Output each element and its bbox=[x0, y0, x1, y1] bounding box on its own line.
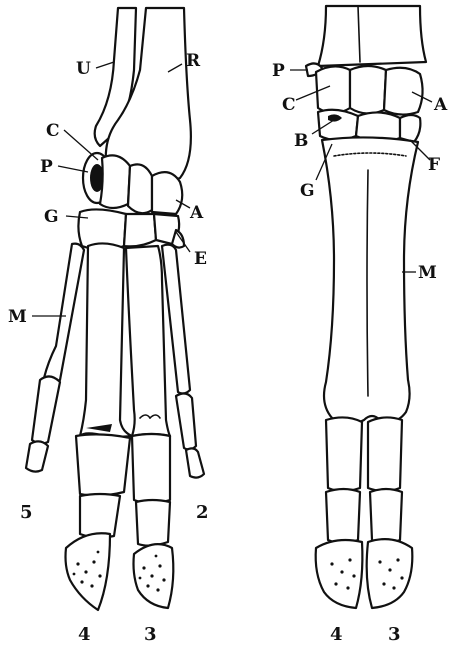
right-digit-3-hoof bbox=[367, 539, 413, 608]
left-digit-4-hoof bbox=[66, 533, 111, 610]
left-digit-3-phalanx-1 bbox=[132, 434, 170, 503]
label-right-f: F bbox=[428, 155, 440, 175]
right-digit-4-phalanx-1 bbox=[326, 417, 362, 491]
digit-label-left-4: 4 bbox=[78, 624, 91, 645]
digit-label-left-2: 2 bbox=[196, 502, 209, 523]
right-lunar bbox=[350, 66, 386, 114]
left-digit-2-phalanx-1 bbox=[176, 393, 196, 449]
label-left-r: R bbox=[186, 51, 201, 71]
left-digit-5-phalanx-1 bbox=[32, 376, 60, 443]
right-digit-4-phalanx-2 bbox=[326, 489, 360, 543]
label-right-g: G bbox=[300, 181, 315, 201]
left-digit-5-metacarpal bbox=[44, 244, 84, 382]
right-foot-skeleton: P C A B F G M 4 3 bbox=[272, 6, 448, 645]
right-digit-3-phalanx-1 bbox=[368, 417, 402, 491]
label-left-e: E bbox=[194, 249, 207, 269]
left-digit-3-phalanx-2 bbox=[136, 500, 170, 546]
left-digit-4-phalanx-2 bbox=[80, 494, 120, 538]
left-digit-2-phalanx-2 bbox=[186, 448, 204, 477]
digit-label-right-3: 3 bbox=[388, 624, 401, 645]
left-lunar bbox=[128, 164, 152, 213]
label-left-p: P bbox=[40, 157, 53, 177]
left-digit-3-metacarpal bbox=[126, 246, 170, 436]
label-left-g: G bbox=[44, 207, 59, 227]
right-unciform bbox=[318, 110, 358, 140]
right-cannon-bone bbox=[322, 137, 418, 423]
label-right-c: C bbox=[282, 95, 296, 115]
left-digit-5-phalanx-2 bbox=[26, 441, 48, 471]
right-radius-ulna bbox=[318, 6, 426, 66]
right-digit-3-phalanx-2 bbox=[370, 489, 402, 543]
label-right-a: A bbox=[433, 95, 448, 115]
digit-label-left-5: 5 bbox=[20, 502, 33, 523]
right-scaphoid bbox=[384, 68, 423, 115]
left-foot-skeleton: U R C P G A E M 5 4 3 2 bbox=[8, 8, 209, 645]
label-left-a: A bbox=[189, 203, 204, 223]
digit-label-left-3: 3 bbox=[144, 624, 157, 645]
right-trapezoid bbox=[400, 115, 420, 142]
left-cuneiform bbox=[100, 155, 130, 208]
label-right-m: M bbox=[418, 263, 437, 283]
left-magnum bbox=[124, 214, 156, 246]
label-right-p: P bbox=[272, 61, 285, 81]
label-left-u: U bbox=[76, 59, 91, 79]
left-digit-2-metacarpal bbox=[162, 245, 190, 394]
digit-label-right-4: 4 bbox=[330, 624, 343, 645]
right-digit-4-hoof bbox=[316, 540, 363, 608]
left-digit-4-phalanx-1 bbox=[76, 434, 130, 495]
left-digit-4-metacarpal bbox=[80, 243, 132, 436]
left-scaphoid bbox=[152, 172, 182, 214]
label-right-b: B bbox=[294, 131, 308, 151]
label-left-m: M bbox=[8, 307, 27, 327]
label-left-c: C bbox=[46, 121, 60, 141]
